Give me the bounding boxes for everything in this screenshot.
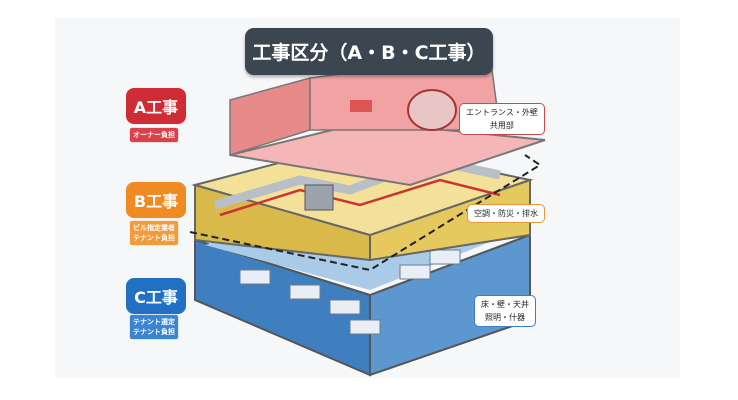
b-work-badge: B工事 <box>126 182 186 218</box>
a-work-badge: A工事 <box>126 88 186 124</box>
c-sub-line-2: テナント負担 <box>133 328 175 336</box>
a-callout: エントランス・外壁共用部 <box>459 103 545 135</box>
b-sub-line-2: テナント負担 <box>133 234 175 242</box>
b-callout: 空調・防災・排水 <box>467 204 545 223</box>
a-sub-line: オーナー負担 <box>133 131 175 139</box>
a-work-sub: オーナー負担 <box>129 127 179 143</box>
c-callout: 床・壁・天井照明・什器 <box>474 295 536 327</box>
page-title: 工事区分（A・B・C工事） <box>245 28 493 75</box>
a-callout-line-1: エントランス・外壁 <box>466 108 538 117</box>
c-callout-line-2: 照明・什器 <box>485 313 525 322</box>
c-floor <box>194 200 531 377</box>
b-sub-line-1: ビル指定業者 <box>133 224 175 232</box>
b-work-sub: ビル指定業者テナント負担 <box>129 220 179 246</box>
c-work-sub: テナント選定テナント負担 <box>129 314 179 340</box>
c-callout-line-1: 床・壁・天井 <box>481 300 529 309</box>
a-callout-line-2: 共用部 <box>489 121 514 130</box>
c-sub-line-1: テナント選定 <box>133 318 175 326</box>
c-work-badge: C工事 <box>126 278 186 314</box>
boundary-line <box>189 154 542 272</box>
a-floor <box>229 54 546 187</box>
